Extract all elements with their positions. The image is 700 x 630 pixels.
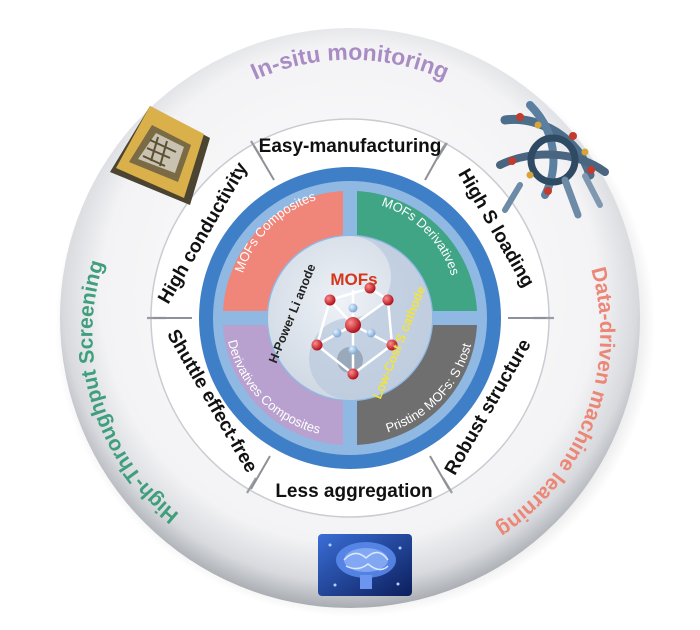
quadrant-mofs-derivatives xyxy=(357,191,477,311)
cpu-chip-icon xyxy=(110,106,210,205)
quadrant-pristine-mofs xyxy=(357,325,477,445)
molecular-structure-icon xyxy=(496,101,609,219)
property-label-less-aggregation: Less aggregation xyxy=(275,481,432,502)
properties-dividers-inner xyxy=(153,145,546,490)
ai-brain-icon xyxy=(318,534,412,596)
center-title: MOFs xyxy=(330,270,377,289)
quadrant-derivatives-composites xyxy=(223,325,343,445)
property-label-easy-manufacturing: Easy-manufacturing xyxy=(259,136,442,157)
quadrant-mofs-composites xyxy=(223,191,343,311)
mof-atoms xyxy=(311,282,398,380)
